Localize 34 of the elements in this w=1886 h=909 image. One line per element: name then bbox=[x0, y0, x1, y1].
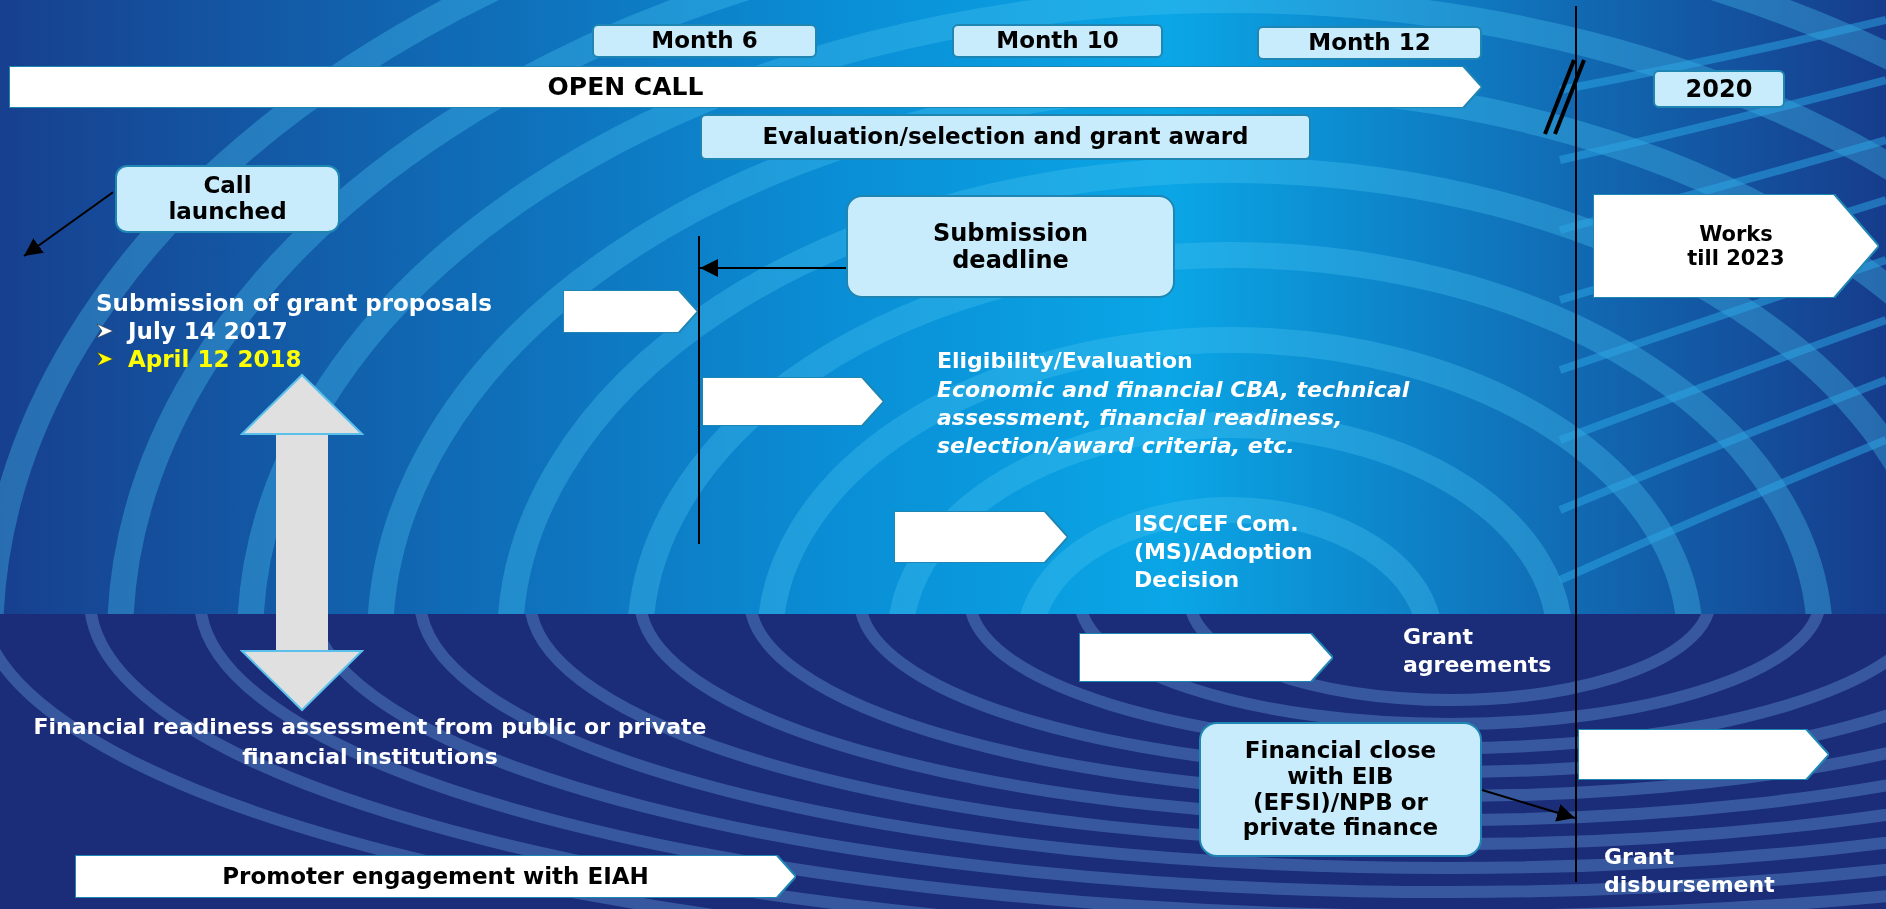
arrow bbox=[1481, 789, 1576, 822]
milestone-box bbox=[1257, 26, 1482, 60]
section-heading: Submission of grant proposals bbox=[96, 289, 492, 317]
description-text: Economic and financial CBA, technical assessment, financial readiness, selection/award criteria, etc. bbox=[937, 376, 1411, 460]
date-item: July 14 2017 bbox=[128, 317, 288, 345]
milestone-box bbox=[1199, 722, 1482, 857]
box-label: Month 10 bbox=[996, 28, 1119, 54]
timeline-divider bbox=[1575, 6, 1577, 882]
box-label: 2020 bbox=[1685, 75, 1753, 103]
arrow bbox=[699, 259, 847, 277]
box-label: Month 12 bbox=[1308, 30, 1431, 56]
phase-label: Works till 2023 bbox=[1686, 221, 1786, 271]
date-item: April 12 2018 bbox=[128, 345, 302, 373]
phase-label: Promoter engagement with EIAH bbox=[222, 863, 649, 890]
milestone-box bbox=[700, 114, 1311, 160]
box-label: Evaluation/selection and grant award bbox=[762, 124, 1249, 150]
arrow bbox=[23, 191, 114, 257]
box-label: Month 6 bbox=[651, 28, 758, 54]
phase-caption: Eligibility/Evaluation bbox=[937, 347, 1194, 375]
milestone-box bbox=[952, 24, 1163, 58]
milestone-box bbox=[592, 24, 817, 58]
milestone-box bbox=[115, 165, 340, 233]
note-text: Financial readiness assessment from public or private financial institutions bbox=[33, 714, 707, 769]
box-label: Call launched bbox=[168, 173, 287, 225]
phase-label: OPEN CALL bbox=[547, 72, 704, 102]
milestone-box bbox=[1653, 70, 1785, 108]
timeline-divider bbox=[698, 236, 700, 544]
phase-caption: Grant agreements bbox=[1403, 623, 1553, 679]
phase-caption: ISC/CEF Com. (MS)/Adoption Decision bbox=[1134, 510, 1314, 594]
double-block-arrow bbox=[241, 374, 363, 711]
box-label: Financial close with EIB (EFSI)/NPB or private finance bbox=[1241, 738, 1440, 841]
milestone-box bbox=[846, 195, 1175, 298]
box-label: Submission deadline bbox=[931, 219, 1090, 274]
phase-caption: Grant disbursement bbox=[1604, 843, 1776, 899]
